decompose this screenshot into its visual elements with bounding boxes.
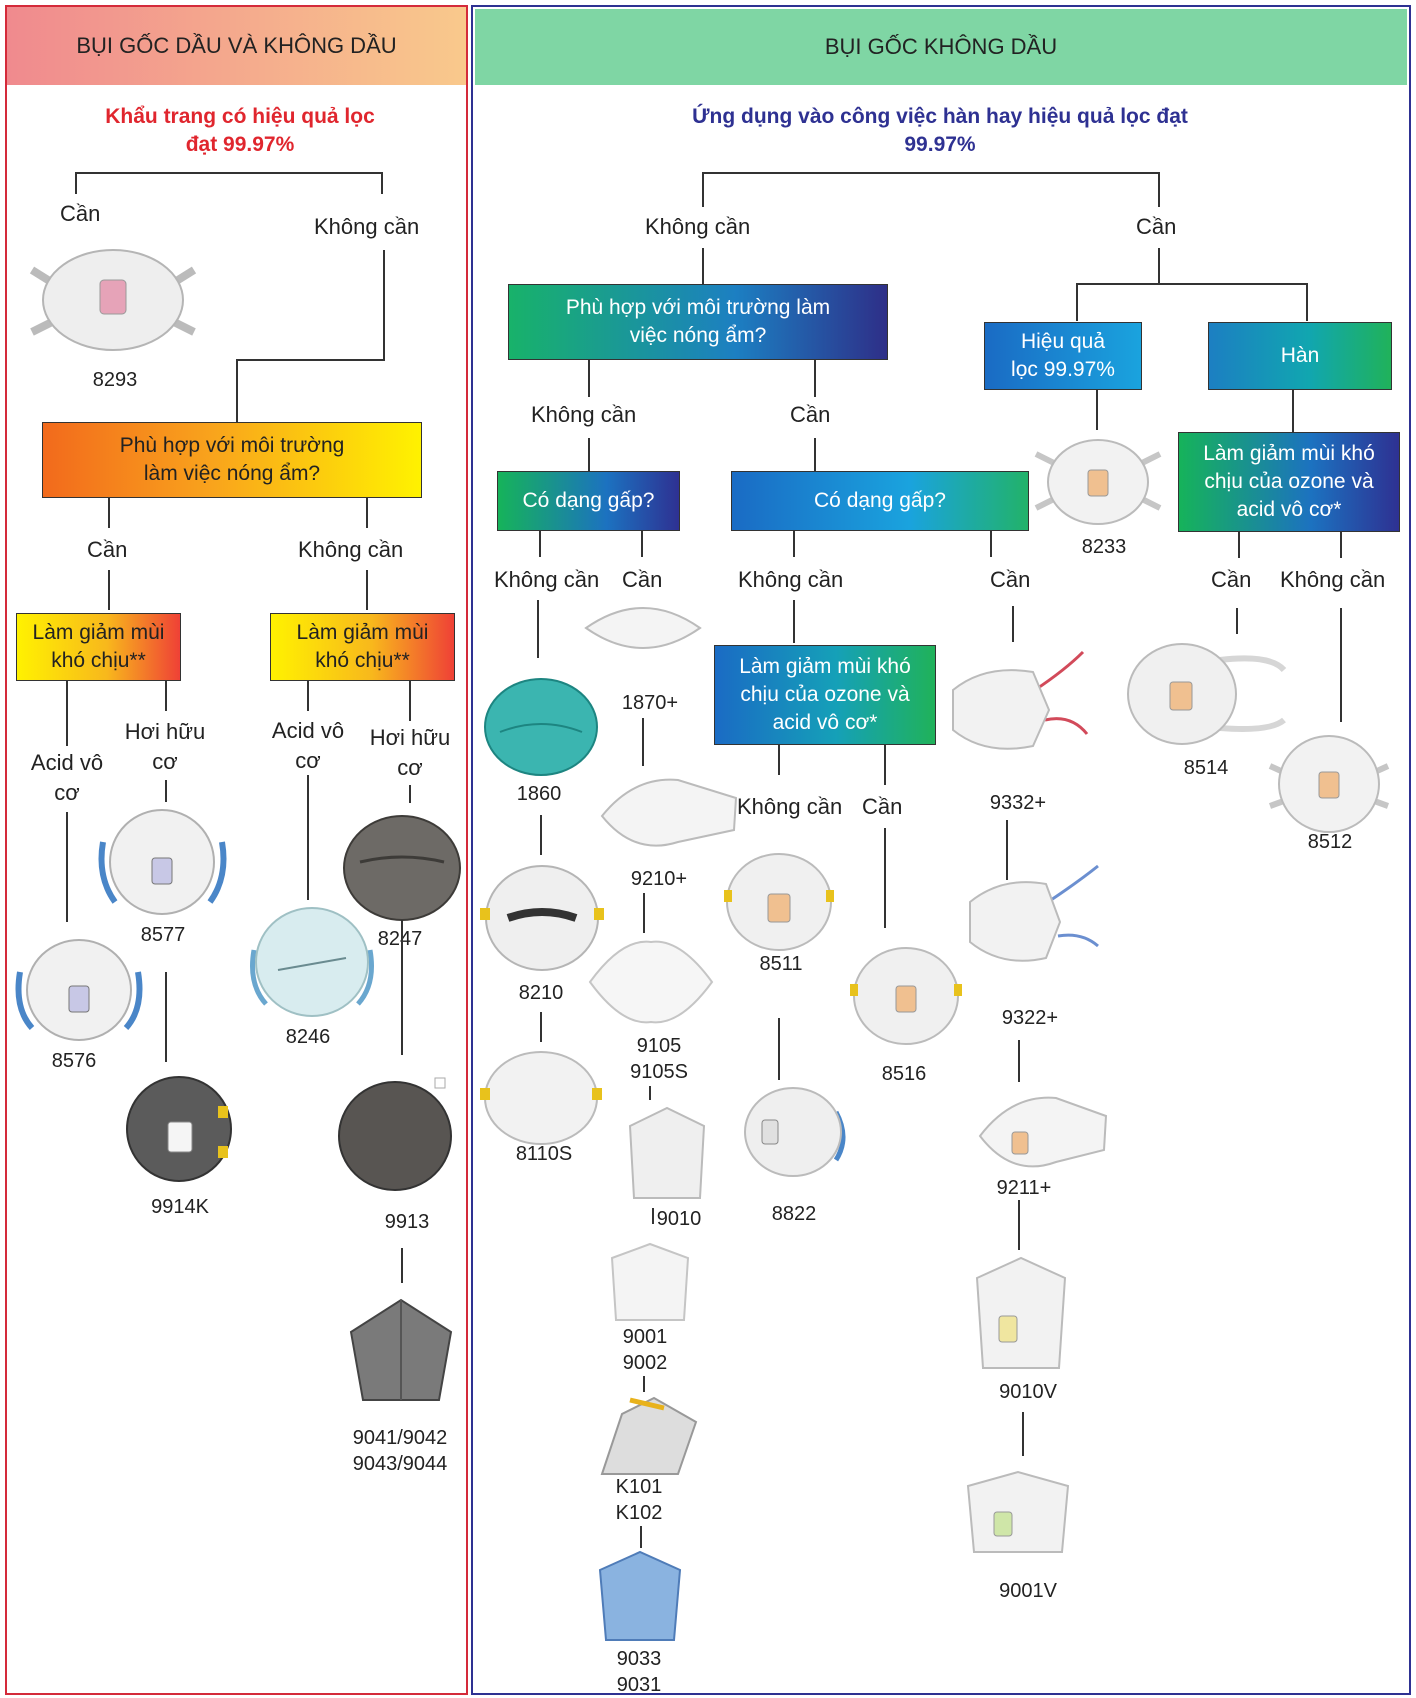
model-1870: 1870+ [621,692,679,714]
left-acid-b: Acid vô cơ [271,718,345,773]
left-no1-label: Không cần [314,214,420,239]
model-9913: 9913 [384,1211,430,1233]
model-9210: 9210+ [630,868,688,890]
mask-8110S [480,1051,602,1145]
left-acid-a: Acid vô cơ [30,750,104,805]
right-no4-label: Không cần [737,794,843,819]
mask-9332 [952,650,1089,750]
left-organic-b: Hơi hữu cơ [369,725,451,780]
right-box-ozone-mid: Làm giảm mùi khó chịu của ozone và acid … [714,645,936,745]
mask-9322 [969,864,1099,962]
mask-9010 [628,1106,706,1199]
right-box-efficiency: Hiệu quả lọc 99.97% [984,322,1142,390]
model-8577: 8577 [140,924,186,946]
left-header: BỤI GỐC DẦU VÀ KHÔNG DẦU [7,7,466,85]
right-yes3a-label: Cần [622,567,663,592]
model-9001: 9001 9002 [622,1326,668,1374]
model-8246: 8246 [285,1026,331,1048]
model-9332: 9332+ [989,792,1047,814]
right-yes1-label: Cần [1136,214,1177,239]
model-9914K: 9914K [151,1196,209,1218]
mask-9033 [598,1550,682,1641]
right-yes3b-label: Cần [990,567,1031,592]
model-8110S: 8110S [515,1143,573,1165]
right-no3c-label: Không cần [1280,567,1386,592]
mask-9210 [600,778,738,847]
model-9001V: 9001V [999,1580,1057,1602]
mask-9211 [978,1096,1108,1168]
right-box-humid: Phù hợp với môi trường làm việc nóng ẩm? [508,284,888,360]
mask-8577 [98,809,227,915]
right-box-fold-a: Có dạng gấp? [497,471,680,531]
mask-K101 [600,1396,698,1475]
model-9010: 9010 [656,1208,702,1230]
mask-8511 [724,853,834,951]
right-question: Ứng dụng vào công việc hàn hay hiệu quả … [692,105,1188,156]
right-box-weld: Hàn [1208,322,1392,390]
mask-1860 [484,678,598,776]
mask-9001 [610,1242,690,1321]
left-yes2-label: Cần [87,537,128,562]
right-box-ozone-weld: Làm giảm mùi khó chịu của ozone và acid … [1178,432,1400,532]
mask-8516 [850,947,962,1045]
model-8293: 8293 [92,369,138,391]
right-no3b-label: Không cần [738,567,844,592]
right-yes4-label: Cần [862,794,903,819]
mask-8246 [250,907,374,1017]
right-header: BỤI GỐC KHÔNG DẦU [475,9,1407,85]
right-yes3c-label: Cần [1211,567,1252,592]
model-K101: K101 K102 [615,1476,663,1524]
left-yes1-label: Cần [60,201,101,226]
left-question: Khẩu trang có hiệu quả lọc đạt 99.97% [105,105,375,156]
right-box-fold-b: Có dạng gấp? [731,471,1029,531]
model-8247: 8247 [377,928,423,950]
model-9105: 9105 9105S [630,1035,688,1083]
mask-9001V [966,1470,1070,1553]
right-no1-label: Không cần [645,214,751,239]
mask-8247 [343,815,461,921]
left-box-odor-a: Làm giảm mùi khó chịu** [16,613,181,681]
right-no3a-label: Không cần [494,567,600,592]
mask-8514 [1127,643,1287,745]
right-no2-label: Không cần [531,402,637,427]
mask-8293 [29,249,197,351]
mask-8576 [15,939,143,1041]
model-9033: 9033 9031 [616,1648,662,1696]
mask-1870 [584,607,702,649]
model-8516: 8516 [881,1063,927,1085]
left-box-humid: Phù hợp với môi trường làm việc nóng ẩm? [42,422,422,498]
model-8822: 8822 [771,1203,817,1225]
mask-9041 [349,1298,453,1401]
mask-8512 [1268,735,1390,833]
left-organic-a: Hơi hữu cơ [124,719,206,774]
model-9211: 9211+ [996,1177,1052,1199]
model-8512: 8512 [1307,831,1353,853]
model-8233: 8233 [1081,536,1127,558]
mask-9914K [126,1076,232,1182]
model-1860: 1860 [516,783,562,805]
model-8514: 8514 [1183,757,1229,779]
left-no2-label: Không cần [298,537,404,562]
mask-9010V [975,1256,1067,1369]
mask-8233 [1034,439,1162,525]
mask-9913 [338,1077,452,1191]
model-9010V: 9010V [999,1381,1057,1403]
model-8576: 8576 [51,1050,97,1072]
left-box-odor-b: Làm giảm mùi khó chịu** [270,613,455,681]
right-yes2-label: Cần [790,402,831,427]
model-9322: 9322+ [1001,1007,1059,1029]
mask-8210 [480,865,604,971]
mask-9105 [588,940,714,1024]
model-9041-9044: 9041/9042 9043/9044 [352,1427,448,1475]
model-8511: 8511 [759,953,803,975]
model-8210: 8210 [518,982,564,1004]
mask-8822 [744,1087,846,1177]
